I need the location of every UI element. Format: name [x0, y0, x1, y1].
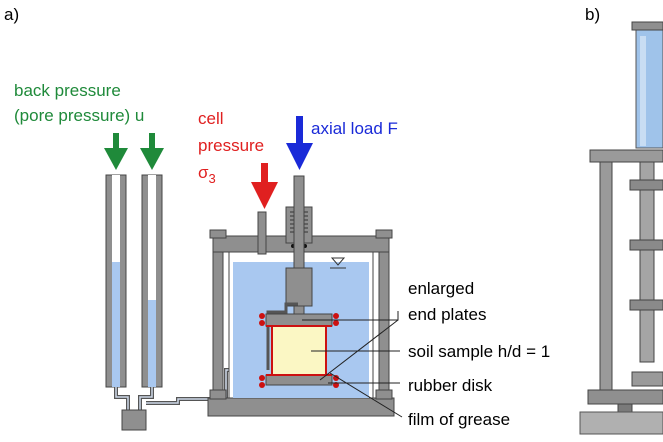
tube-right — [138, 387, 154, 410]
load-cell — [285, 267, 313, 307]
burette-right-bore — [148, 175, 156, 387]
photo-crossbar-1 — [629, 179, 663, 191]
leader-grease-upper — [319, 319, 399, 381]
callout-end-plates: end plates — [408, 305, 486, 324]
callout-soil-sample: soil sample h/d = 1 — [408, 342, 550, 361]
back-pressure-arrow-shaft-right — [149, 133, 155, 149]
tie-rod-nut-br — [375, 389, 393, 400]
pore-pressure-label: (pore pressure) u — [14, 106, 144, 125]
callout-rubber-disk: rubber disk — [408, 376, 493, 395]
cell-label: cell — [198, 109, 224, 128]
loading-piston — [293, 175, 305, 269]
sigma-subscript: 3 — [209, 171, 216, 186]
back-pressure-label: back pressure — [14, 81, 121, 100]
photo-foot — [617, 403, 633, 413]
back-pressure-arrow-head-right — [140, 148, 164, 170]
tie-rod-right — [378, 251, 390, 399]
cell-pressure-arrow-head — [251, 182, 278, 209]
o-ring — [259, 375, 265, 381]
o-ring — [259, 382, 265, 388]
triaxial-cell — [207, 175, 395, 417]
axial-load-arrow-head — [286, 143, 313, 170]
photo-table — [579, 411, 663, 435]
back-pressure-arrow-shaft-left — [113, 133, 119, 149]
photo-loading-frame — [639, 161, 655, 363]
burette-left — [105, 174, 127, 388]
photo-frame-top — [589, 149, 663, 163]
pressure-label: pressure — [198, 136, 264, 155]
burette-right — [141, 174, 163, 388]
photo-top-cap — [631, 21, 663, 31]
photo-crossbar-2 — [629, 239, 663, 251]
leader-film-of-grease — [329, 372, 403, 418]
bottom-end-plate — [265, 374, 333, 386]
tube-left-inner — [115, 387, 129, 410]
photo-base-block — [631, 371, 663, 387]
cell-pressure-inlet — [257, 211, 267, 255]
o-ring — [333, 313, 339, 319]
callout-film-of-grease: film of grease — [408, 410, 510, 429]
callout-leaders — [302, 311, 403, 418]
tie-rod-nut-tr — [375, 229, 393, 239]
panel-b-photo — [579, 21, 663, 435]
photo-base — [587, 389, 663, 405]
tie-rod-left — [212, 251, 224, 399]
top-drainage-line — [266, 302, 298, 370]
piston-connector — [293, 305, 305, 315]
o-ring — [259, 320, 265, 326]
photo-cell-highlight — [640, 36, 646, 146]
cell-pressure-arrow — [251, 163, 278, 209]
callout-enlarged: enlarged — [408, 279, 474, 298]
burette-right-water — [148, 300, 156, 387]
cell-pressure-arrow-shaft — [261, 163, 268, 183]
panel-b-label: b) — [585, 5, 600, 24]
photo-frame-column — [599, 161, 613, 393]
tube-right-inner — [139, 387, 153, 410]
back-pressure-arrows — [104, 133, 164, 170]
valve-block — [121, 409, 147, 431]
photo-crossbar-3 — [629, 299, 663, 311]
tie-rod-nut-bl — [209, 389, 227, 400]
o-ring — [333, 375, 339, 381]
tie-rod-nut-tl — [209, 229, 227, 239]
cell-base-plate — [207, 397, 395, 417]
water-level-symbol — [330, 257, 346, 266]
panel-a-label: a) — [4, 5, 19, 24]
axial-load-arrow — [286, 116, 313, 170]
o-ring — [259, 313, 265, 319]
axial-load-arrow-shaft — [296, 116, 303, 144]
burette-left-water — [112, 262, 120, 387]
o-ring — [333, 320, 339, 326]
back-pressure-arrow-head-left — [104, 148, 128, 170]
tube-left — [114, 387, 130, 410]
sigma3-label: σ3 — [198, 163, 216, 186]
axial-load-label: axial load F — [311, 119, 398, 138]
sigma-symbol: σ — [198, 163, 209, 182]
